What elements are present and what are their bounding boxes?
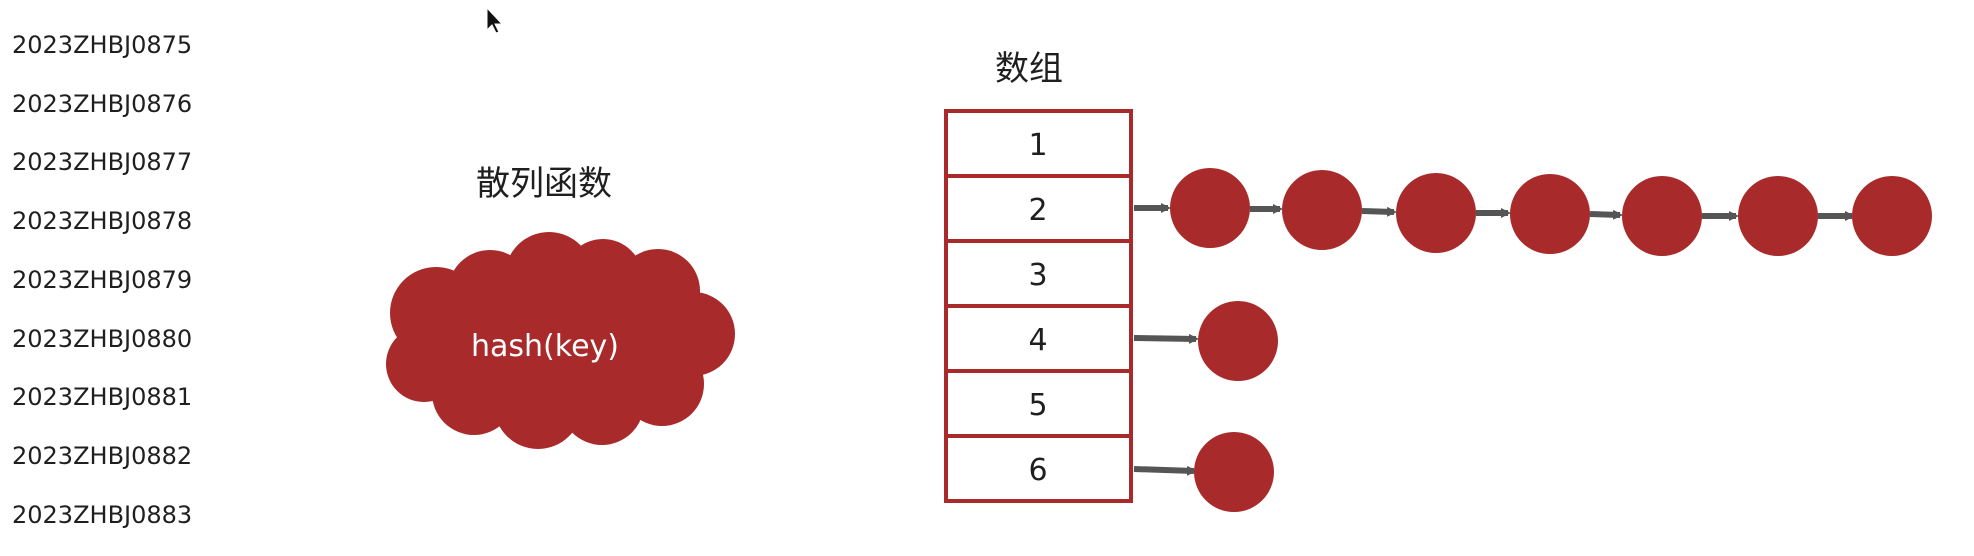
array-slot	[944, 369, 1133, 438]
chain-arrow	[1589, 209, 1623, 220]
key-item: 2023ZHBJ0881	[12, 383, 192, 411]
array-slot	[944, 304, 1133, 373]
chain-node	[1170, 168, 1250, 248]
chain-node	[1622, 176, 1702, 256]
chain-node	[1396, 173, 1476, 253]
hash-function-label: hash(key)	[471, 329, 619, 364]
chain-node	[1738, 176, 1818, 256]
chain-arrow	[1133, 465, 1197, 476]
array-slot-label: 4	[1028, 323, 1047, 358]
array-slot	[944, 174, 1133, 243]
key-item: 2023ZHBJ0880	[12, 325, 192, 353]
key-item: 2023ZHBJ0875	[12, 31, 192, 59]
key-list: 2023ZHBJ0875 2023ZHBJ0876 2023ZHBJ0877 2…	[12, 31, 192, 529]
array-slot-label: 6	[1028, 453, 1047, 488]
chain-slot-2	[1134, 168, 1932, 256]
hash-cloud-shape	[386, 232, 735, 449]
array-slot-label: 2	[1028, 193, 1047, 228]
array-slot-label: 5	[1028, 388, 1047, 423]
array-box: 1 2 3 4 5 6	[944, 109, 1133, 503]
array-slot-label: 3	[1028, 258, 1047, 293]
chain-slot-4	[1133, 301, 1278, 381]
array-slot-label: 1	[1028, 128, 1047, 163]
array-slot	[944, 239, 1133, 308]
hash-function-title: 散列函数	[476, 164, 612, 204]
chain-slot-6	[1133, 432, 1274, 512]
array-title: 数组	[995, 49, 1063, 89]
key-item: 2023ZHBJ0877	[12, 148, 192, 176]
key-item: 2023ZHBJ0878	[12, 207, 192, 235]
key-item: 2023ZHBJ0879	[12, 266, 192, 294]
array-slot	[944, 434, 1133, 503]
key-item: 2023ZHBJ0876	[12, 90, 192, 118]
chain-arrow	[1361, 206, 1397, 217]
key-item: 2023ZHBJ0882	[12, 442, 192, 470]
chain-node	[1194, 432, 1274, 512]
chain-node	[1852, 176, 1932, 256]
mouse-cursor-icon	[486, 6, 504, 34]
chain-node	[1510, 174, 1590, 254]
chain-arrow	[1133, 333, 1199, 344]
chain-node	[1198, 301, 1278, 381]
key-item: 2023ZHBJ0883	[12, 501, 192, 529]
chain-node	[1282, 170, 1362, 250]
